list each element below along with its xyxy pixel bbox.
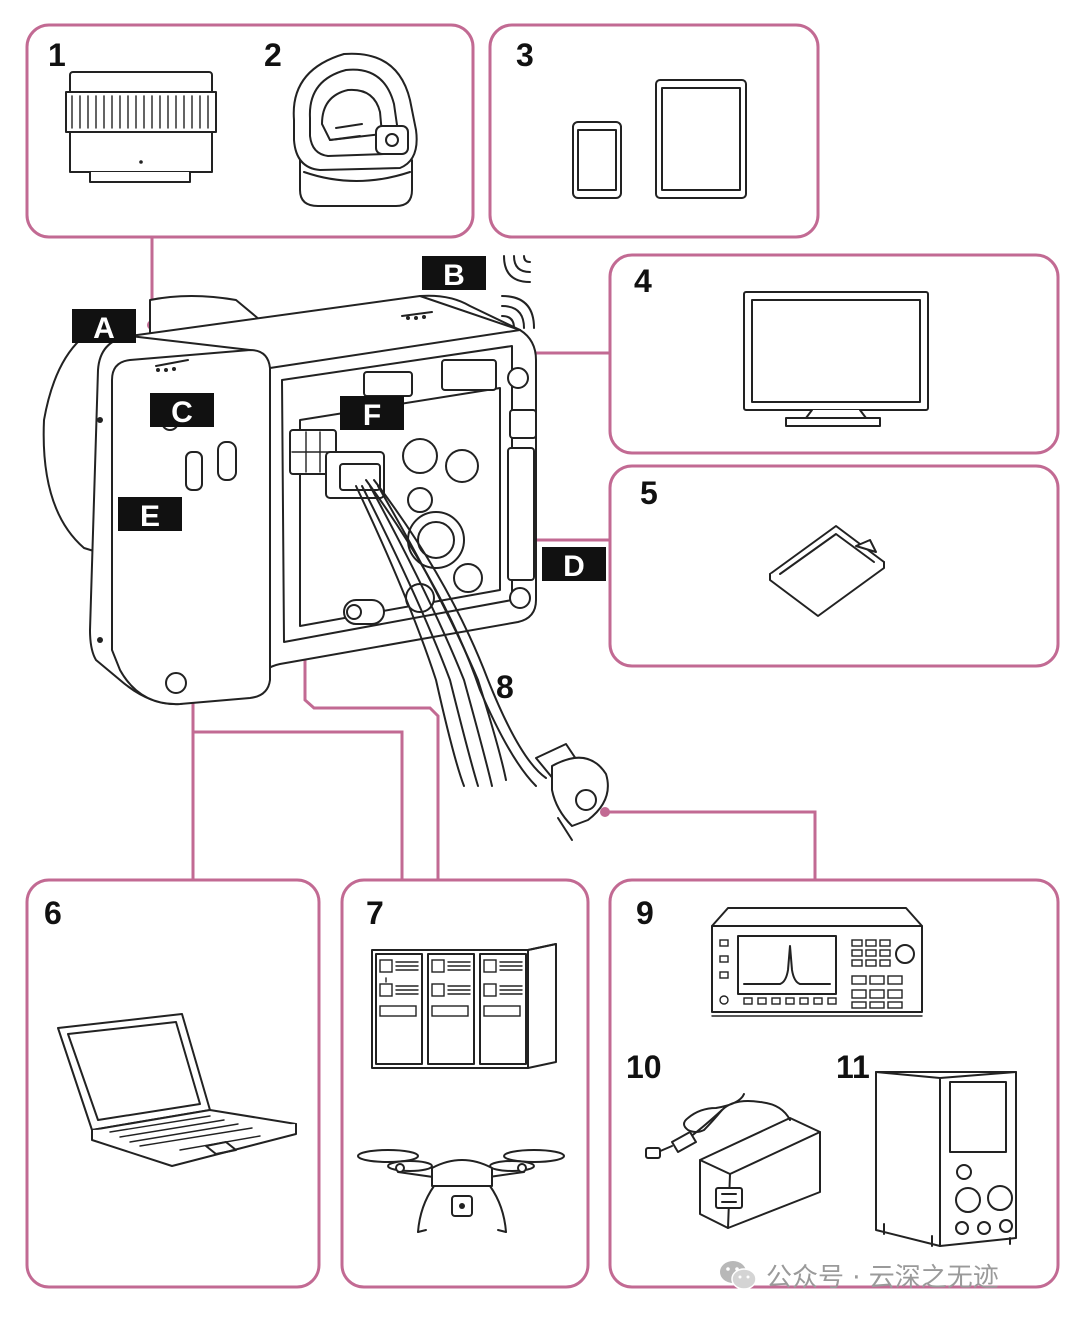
wireless-signal-icon [501, 255, 535, 329]
tag-c: C [150, 393, 214, 429]
item-number-8: 8 [496, 669, 514, 705]
tablet-icon [655, 79, 747, 199]
item-number-11: 11 [836, 1049, 870, 1085]
svg-text:F: F [363, 399, 381, 432]
tag-e: E [118, 497, 182, 533]
ac-adapter-icon [645, 1093, 821, 1229]
svg-text:B: B [443, 259, 465, 292]
connector-7a [193, 730, 404, 880]
connector-9 [605, 810, 817, 880]
connector-dot [600, 807, 610, 817]
watermark: 公众号 · 云深之无迹 [718, 1255, 1063, 1295]
spectrum-analyzer-icon [711, 907, 923, 1017]
lens-illustration [65, 71, 217, 183]
frame-computer [25, 878, 321, 1289]
item-number-6: 6 [44, 895, 62, 931]
item-number-2: 2 [264, 37, 282, 73]
tag-a: A [72, 309, 136, 345]
item-number-3: 3 [516, 37, 534, 73]
mount-adapter-illustration [292, 52, 418, 207]
item-number-1: 1 [48, 37, 66, 73]
tag-f: F [340, 396, 404, 432]
frame-systems [340, 878, 590, 1289]
memory-card-icon [769, 525, 885, 617]
wechat-icon [720, 1261, 757, 1290]
svg-text:A: A [93, 312, 115, 345]
frame-memory-card [608, 464, 1060, 668]
item-number-10: 10 [626, 1049, 662, 1085]
item-number-9: 9 [636, 895, 654, 931]
power-supply-icon [875, 1071, 1017, 1247]
tag-b: B [422, 256, 486, 292]
svg-text:E: E [140, 500, 160, 533]
frame-lens-accessories [25, 23, 475, 239]
monitor-icon [743, 291, 929, 427]
server-rack-icon [371, 943, 557, 1069]
item-number-4: 4 [634, 263, 652, 299]
svg-text:C: C [171, 396, 193, 429]
laptop-icon [57, 1013, 297, 1167]
item-number-5: 5 [640, 475, 658, 511]
frame-mobile-devices [488, 23, 820, 239]
smartphone-icon [572, 121, 622, 199]
tag-d: D [542, 547, 606, 583]
drone-icon [357, 1149, 565, 1233]
watermark-text: 公众号 · 云深之无迹 [766, 1262, 999, 1293]
item-number-7: 7 [366, 895, 384, 931]
multi-cable-illustration [325, 451, 609, 841]
frame-power-test [608, 878, 1060, 1289]
svg-text:D: D [563, 550, 585, 583]
